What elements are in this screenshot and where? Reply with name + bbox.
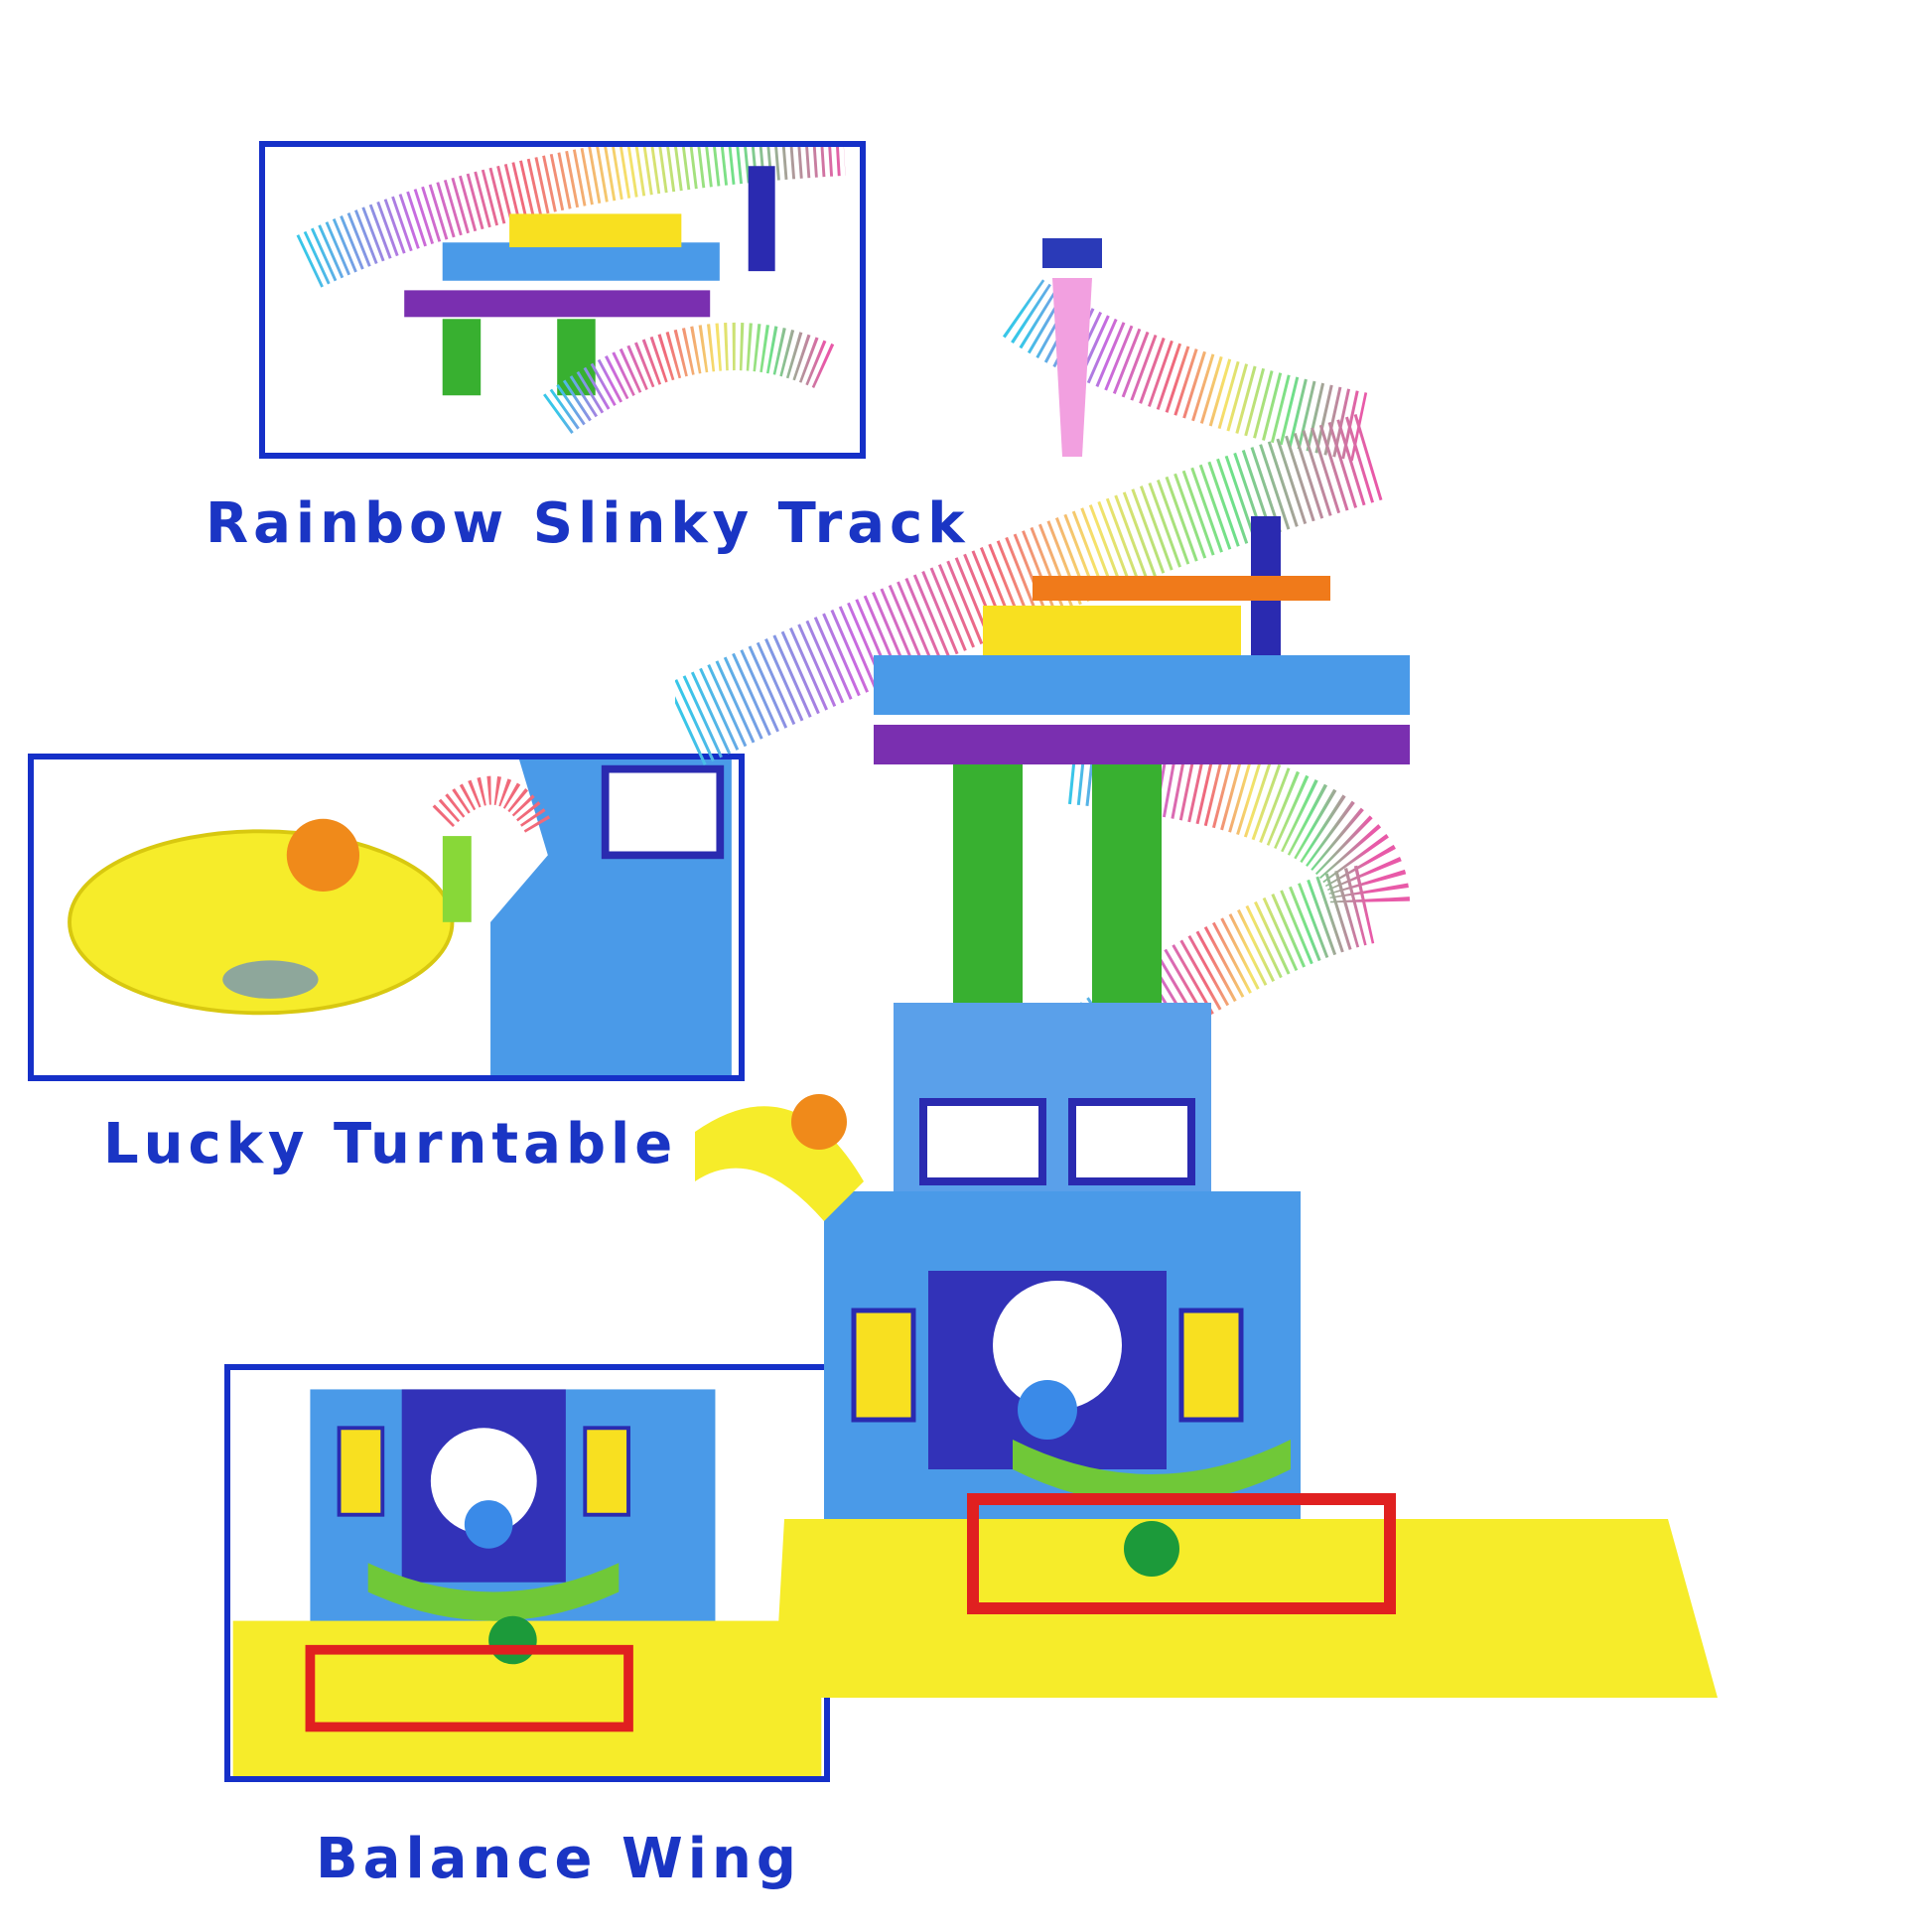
lucky-turntable-image bbox=[28, 754, 745, 1081]
lucky-turntable-caption: Lucky Turntable bbox=[103, 1112, 678, 1176]
balance-wing-image bbox=[224, 1364, 830, 1782]
balance-wing-caption: Balance Wing bbox=[316, 1827, 801, 1891]
rainbow-slinky-track-image bbox=[259, 141, 866, 459]
rainbow-slinky-track-caption: Rainbow Slinky Track bbox=[206, 491, 970, 556]
marble-run-toy-image bbox=[675, 228, 1827, 1718]
